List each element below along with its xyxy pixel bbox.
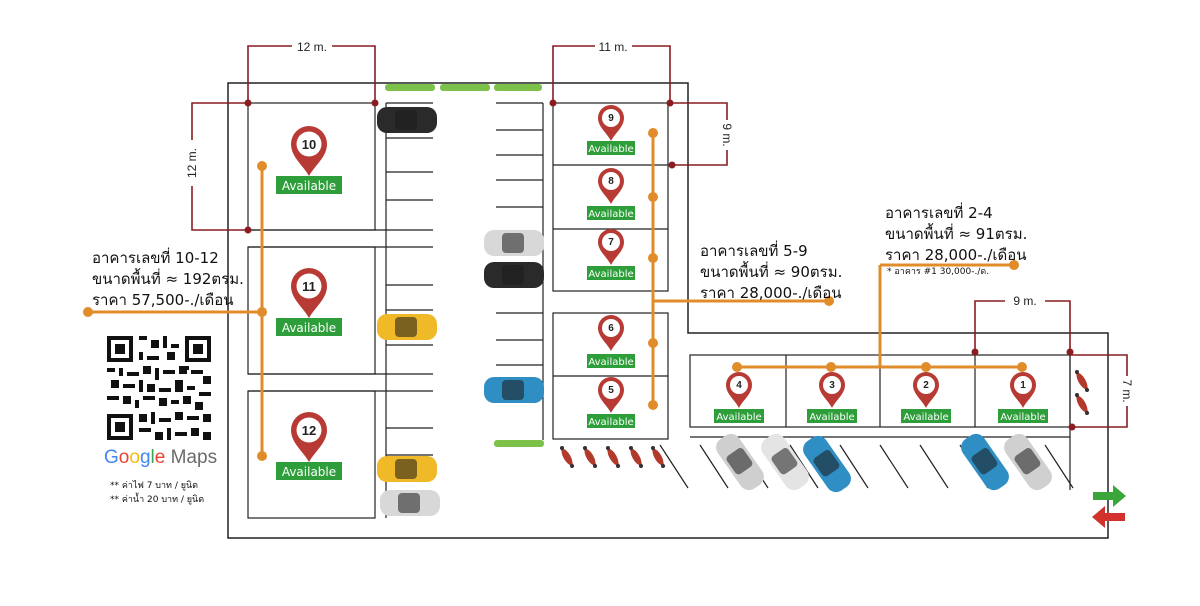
info-title: อาคารเลขที่ 5-9 bbox=[700, 242, 808, 260]
parked-car bbox=[484, 262, 544, 288]
info-units-10-12: อาคารเลขที่ 10-12 ขนาดพื้นที่ ≈ 192ตรม. … bbox=[92, 248, 244, 311]
dim-depth-7m: 7 m. bbox=[1120, 379, 1134, 402]
unit-number: 2 bbox=[923, 380, 929, 391]
unit-6-marker[interactable]: 6 Available bbox=[587, 315, 635, 368]
unit-10-marker[interactable]: 10 Available bbox=[276, 126, 342, 194]
info-area: ขนาดพื้นที่ ≈ 90ตรม. bbox=[700, 263, 843, 281]
logo-letter: o bbox=[118, 447, 130, 468]
unit-number: 5 bbox=[608, 385, 614, 396]
parked-car bbox=[1000, 429, 1056, 495]
unit-number: 12 bbox=[302, 423, 316, 438]
left-building-block bbox=[247, 102, 433, 519]
unit-3-marker[interactable]: 3 Available bbox=[807, 372, 857, 423]
logo-maps: Maps bbox=[165, 447, 218, 468]
unit-8-marker[interactable]: 8 Available bbox=[587, 168, 635, 220]
status-badge: Available bbox=[588, 144, 633, 155]
logo-letter: o bbox=[129, 447, 140, 468]
dim-width-9m: 9 m. bbox=[1013, 294, 1036, 308]
status-badge: Available bbox=[282, 465, 336, 479]
info-units-5-9: อาคารเลขที่ 5-9 ขนาดพื้นที่ ≈ 90ตรม. ราค… bbox=[700, 241, 842, 304]
unit-9-marker[interactable]: 9 Available bbox=[587, 105, 635, 155]
unit-number: 8 bbox=[608, 176, 614, 187]
site-boundary bbox=[227, 82, 1109, 539]
parked-car bbox=[380, 490, 440, 516]
status-badge: Available bbox=[588, 417, 633, 428]
unit-number: 7 bbox=[608, 237, 614, 248]
utility-note-electric: ** ค่าไฟ 7 บาท / ยูนิต bbox=[110, 481, 199, 491]
dim-depth-9m: 9 m. bbox=[720, 123, 734, 146]
status-badge: Available bbox=[588, 209, 633, 220]
utility-note-water: ** ค่าน้ำ 20 บาท / ยูนิต bbox=[110, 495, 205, 505]
logo-letter: G bbox=[104, 447, 119, 468]
info-units-2-4: อาคารเลขที่ 2-4 ขนาดพื้นที่ ≈ 91ตรม. ราค… bbox=[885, 203, 1027, 266]
unit-number: 6 bbox=[608, 323, 614, 334]
parked-car bbox=[377, 456, 437, 482]
logo-letter: l bbox=[150, 447, 155, 468]
qr-code[interactable] bbox=[107, 336, 211, 440]
dimension-labels: 12 m. 11 m. 12 m. 9 m. 9 m. 7 m. bbox=[185, 40, 1134, 403]
status-badge: Available bbox=[588, 357, 633, 368]
status-badge: Available bbox=[588, 269, 633, 280]
status-badge: Available bbox=[1000, 412, 1045, 423]
dimension-lines bbox=[191, 45, 1128, 428]
info-price: ราคา 28,000-./เดือน bbox=[885, 246, 1027, 264]
unit-11-marker[interactable]: 11 Available bbox=[276, 268, 342, 336]
info-area: ขนาดพื้นที่ ≈ 192ตรม. bbox=[92, 270, 244, 288]
unit-7-marker[interactable]: 7 Available bbox=[587, 229, 635, 280]
hedges bbox=[385, 84, 544, 447]
info-price: ราคา 57,500-./เดือน bbox=[92, 291, 234, 309]
parking-lines-left bbox=[386, 102, 433, 456]
unit-2-marker[interactable]: 2 Available bbox=[901, 372, 951, 423]
unit-12-marker[interactable]: 12 Available bbox=[276, 412, 342, 480]
unit-number: 1 bbox=[1020, 380, 1026, 391]
status-badge: Available bbox=[903, 412, 948, 423]
parked-car bbox=[957, 429, 1013, 495]
entry-arrow-icon bbox=[1093, 485, 1126, 507]
info-area: ขนาดพื้นที่ ≈ 91ตรม. bbox=[885, 225, 1028, 243]
parked-car bbox=[484, 230, 544, 256]
unit-number: 9 bbox=[608, 113, 614, 124]
unit-number: 3 bbox=[829, 380, 835, 391]
parked-car bbox=[484, 377, 544, 403]
unit-4-marker[interactable]: 4 Available bbox=[714, 372, 764, 423]
exit-arrow-icon bbox=[1092, 506, 1125, 528]
parked-car bbox=[377, 107, 437, 133]
logo-letter: g bbox=[139, 447, 151, 468]
parked-car bbox=[712, 429, 768, 495]
unit-number: 10 bbox=[302, 137, 316, 152]
logo-letter: e bbox=[154, 447, 166, 468]
connector-dots bbox=[83, 128, 1027, 461]
middle-building-block bbox=[552, 102, 669, 440]
status-badge: Available bbox=[282, 321, 336, 335]
unit-1-marker[interactable]: 1 Available bbox=[998, 372, 1048, 423]
dim-width-12m: 12 m. bbox=[297, 40, 327, 54]
dimension-dots bbox=[244, 99, 1076, 431]
parked-car bbox=[377, 314, 437, 340]
dim-depth-12m: 12 m. bbox=[185, 148, 199, 178]
google-maps-logo[interactable]: Google Maps bbox=[104, 447, 217, 469]
unit-number: 11 bbox=[302, 279, 316, 294]
unit-5-marker[interactable]: 5 Available bbox=[587, 377, 635, 428]
status-badge: Available bbox=[716, 412, 761, 423]
connector-lines bbox=[88, 133, 1022, 456]
dim-width-11m: 11 m. bbox=[598, 40, 627, 54]
parked-car bbox=[799, 431, 855, 497]
info-unit-1-note: * อาคาร #1 30,000-./ด. bbox=[887, 267, 990, 277]
info-title: อาคารเลขที่ 10-12 bbox=[92, 249, 219, 267]
info-price: ราคา 28,000-./เดือน bbox=[700, 284, 842, 302]
unit-number: 4 bbox=[736, 380, 742, 391]
status-badge: Available bbox=[809, 412, 854, 423]
info-title: อาคารเลขที่ 2-4 bbox=[885, 204, 993, 222]
status-badge: Available bbox=[282, 179, 336, 193]
